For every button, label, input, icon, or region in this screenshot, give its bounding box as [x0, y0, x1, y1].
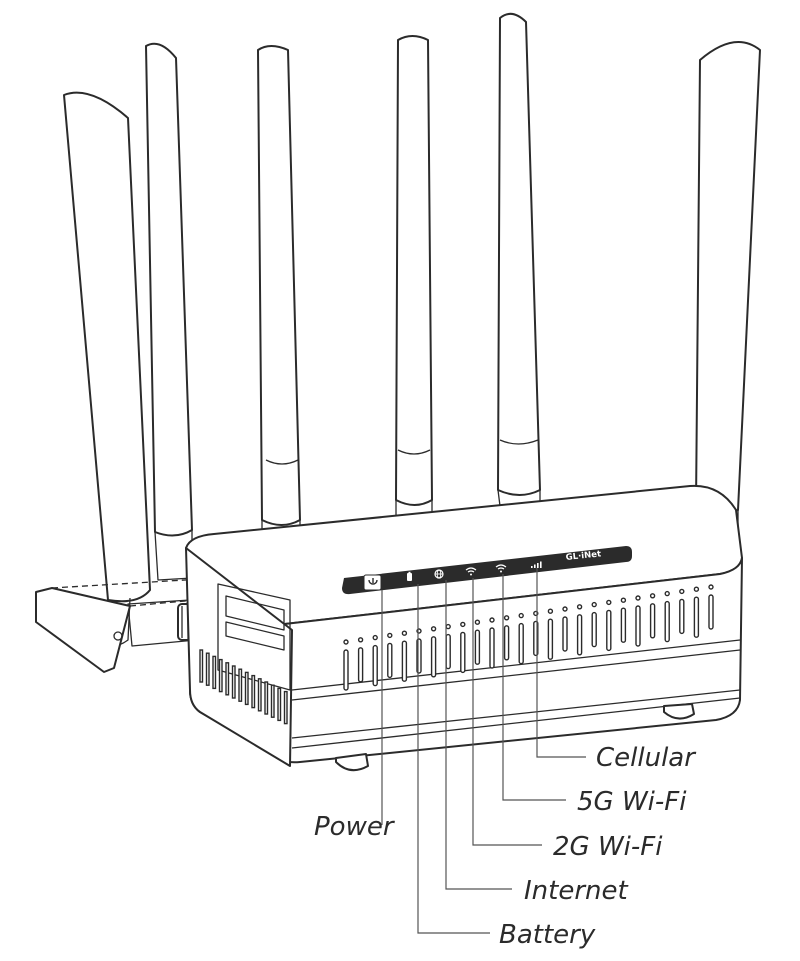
vent-slot [489, 627, 495, 669]
side-vents [199, 649, 288, 725]
vent-hole [635, 595, 641, 601]
globe-icon [434, 569, 444, 579]
side-vent-slot [205, 652, 210, 686]
vent-slot [591, 611, 597, 648]
vent-slot [635, 605, 641, 647]
side-vent-slot [251, 674, 256, 709]
vent-hole [693, 586, 700, 592]
vent-slot [576, 614, 583, 656]
vent-slot [620, 607, 627, 643]
vent-hole [591, 601, 597, 608]
vent-slot [562, 616, 568, 652]
vent-hole [503, 615, 510, 621]
callout-line-cellular [536, 568, 586, 758]
side-vent-slot [264, 681, 269, 715]
vent-slot [474, 629, 481, 665]
vent-hole [401, 630, 408, 636]
battery-icon [407, 571, 412, 581]
vent-hole [664, 590, 670, 597]
vent-slot [357, 647, 364, 683]
label-power: Power [314, 812, 396, 842]
vent-hole [445, 623, 451, 630]
callout-labels: Cellular 5G Wi-Fi Power 2G Wi-Fi Interne… [314, 743, 697, 950]
vent-hole [387, 632, 393, 639]
callout-lines [381, 568, 586, 934]
side-vent-slot [218, 658, 223, 693]
antenna-2 [145, 42, 193, 581]
vent-slot [606, 609, 612, 652]
router-body [185, 484, 743, 772]
led-panel-strip [342, 546, 632, 595]
vent-slot [503, 625, 510, 661]
vent-hole [357, 637, 364, 643]
vent-hole [708, 584, 714, 590]
vent-slot [518, 622, 524, 665]
vent-hole [343, 639, 349, 645]
wifi-icon [465, 567, 477, 576]
side-vent-slot [270, 684, 275, 718]
vent-slot [649, 603, 656, 639]
vent-slot [430, 636, 437, 678]
vent-hole [474, 619, 481, 625]
vent-slot [679, 598, 685, 635]
side-vent-slot [283, 690, 288, 725]
antenna-3 [257, 45, 301, 541]
vent-slot [664, 600, 670, 643]
antenna-4 [395, 35, 433, 521]
side-vent-slot [225, 662, 230, 696]
antenna-6 [695, 41, 761, 549]
led-panel: GL·iNet [342, 546, 632, 595]
side-vent-slot [199, 649, 204, 683]
side-vent-slot [212, 655, 217, 690]
vent-slot [445, 633, 451, 670]
vent-slot [460, 631, 466, 674]
vent-hole [489, 617, 495, 623]
side-vent-slot [244, 671, 249, 706]
vent-slot [708, 594, 714, 630]
vent-slot [693, 596, 700, 638]
label-cellular: Cellular [596, 743, 697, 773]
label-2g-wifi: 2G Wi-Fi [553, 832, 663, 862]
label-5g-wifi: 5G Wi-Fi [577, 787, 687, 817]
vent-hole [562, 606, 568, 612]
side-vent-slot [257, 678, 262, 712]
callout-line-2g-wifi [472, 578, 542, 846]
vent-hole [518, 612, 524, 619]
callout-line-internet [445, 580, 512, 890]
vent-hole [460, 621, 466, 628]
signal-bars-icon [531, 561, 542, 568]
vent-hole [679, 588, 685, 595]
front-vents [343, 584, 714, 691]
vent-slot [343, 649, 349, 691]
vent-slot [401, 640, 408, 682]
brand-logo: GL·iNet [565, 549, 601, 563]
vent-hole [547, 608, 554, 614]
vent-slot [387, 642, 393, 679]
vent-hole [649, 593, 656, 599]
vent-hole [430, 626, 437, 632]
callout-line-battery [417, 584, 490, 934]
vent-hole [606, 599, 612, 606]
vent-hole [620, 597, 627, 603]
side-vent-slot [231, 665, 236, 699]
label-internet: Internet [524, 876, 629, 906]
vent-slot [372, 644, 378, 687]
vent-hole [576, 604, 583, 610]
vent-slot [547, 618, 554, 660]
power-icon [363, 574, 382, 591]
wifi-icon [495, 564, 507, 573]
side-vent-slot [277, 687, 282, 722]
vent-hole [372, 634, 378, 641]
antenna-5 [497, 12, 541, 507]
callout-line-5g-wifi [502, 574, 566, 801]
side-vent-slot [238, 668, 243, 702]
label-battery: Battery [499, 920, 596, 950]
antenna-1 [63, 91, 151, 647]
